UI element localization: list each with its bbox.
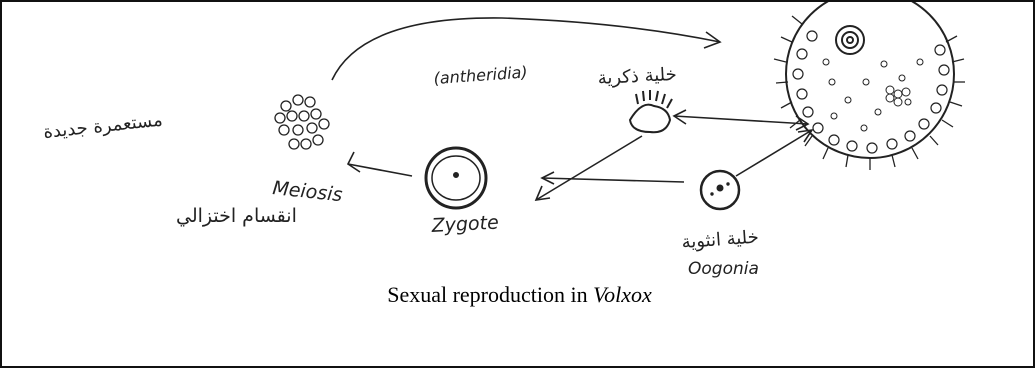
figure-caption: Sexual reproduction in Volxox xyxy=(2,282,1035,308)
arrow-oogonium-zygote xyxy=(542,178,684,182)
oogonium-arabic-label: خلية انثوية xyxy=(681,227,760,253)
antheridia-label: (antheridia) xyxy=(433,62,528,88)
antheridia-arabic-label: خلية ذكرية xyxy=(597,64,677,89)
arrow-antheridium-colony xyxy=(674,116,808,124)
caption-genus: Volxox xyxy=(593,282,652,307)
zygote-cell xyxy=(426,148,486,208)
arrow-antheridium-zygote xyxy=(536,136,642,200)
arrow-oogonium-colony xyxy=(736,130,812,176)
new-colony-arabic-label: مستعمرة جديدة xyxy=(42,110,163,143)
meiosis-arabic-label: انقسام اختزالي xyxy=(176,205,297,227)
antheridium-cell xyxy=(630,90,672,132)
caption-prefix: Sexual reproduction in xyxy=(387,282,593,307)
volvox-colony xyxy=(774,2,965,170)
zygote-label: Zygote xyxy=(430,212,499,238)
arrows xyxy=(332,18,812,200)
oogonia-label: Oogonia xyxy=(688,259,759,279)
meiosis-label: Meiosis xyxy=(271,177,343,206)
oogonium-cell xyxy=(701,171,739,209)
new-colony-cluster xyxy=(275,95,329,149)
